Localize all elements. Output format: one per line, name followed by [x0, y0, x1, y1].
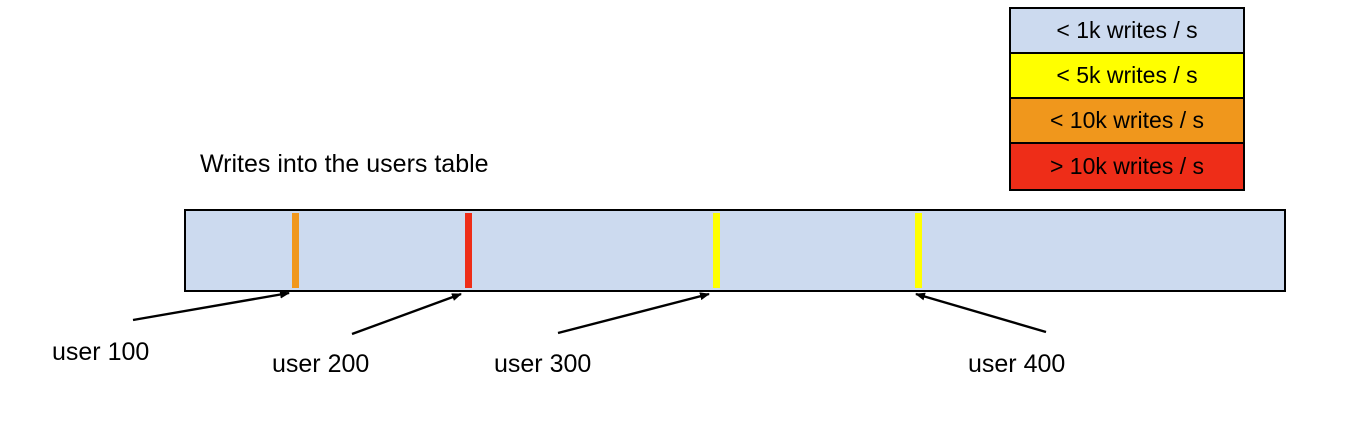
legend-row-label: > 10k writes / s — [1049, 153, 1205, 179]
callout-user-100-arrow — [132, 290, 290, 322]
writes-legend: < 1k writes / s < 5k writes / s < 10k writ… — [1009, 7, 1245, 191]
legend-row-label: < 10k writes / s — [1049, 107, 1205, 133]
legend-row-label: < 5k writes / s — [1056, 62, 1198, 88]
callout-user-400: user 400 — [968, 350, 1066, 378]
legend-row-label: < 1k writes / s — [1056, 17, 1198, 43]
marker-user-100 — [292, 213, 299, 288]
callout-user-100: user 100 — [52, 338, 150, 366]
callout-user-400-arrow — [915, 292, 1047, 334]
callout-user-200: user 200 — [272, 350, 370, 378]
callout-user-300: user 300 — [494, 350, 592, 378]
callout-user-200-arrow — [351, 292, 462, 336]
marker-user-400 — [915, 213, 922, 288]
users-table-bar — [184, 209, 1286, 292]
legend-row-2: < 10k writes / s — [1011, 99, 1243, 144]
marker-user-200 — [465, 213, 472, 288]
bar-track — [184, 209, 1286, 292]
legend-row-3: > 10k writes / s — [1011, 144, 1243, 189]
legend-row-0: < 1k writes / s — [1011, 9, 1243, 54]
legend-row-1: < 5k writes / s — [1011, 54, 1243, 99]
callout-user-300-arrow — [557, 292, 710, 335]
marker-user-300 — [713, 213, 720, 288]
bar-title: Writes into the users table — [200, 150, 489, 178]
